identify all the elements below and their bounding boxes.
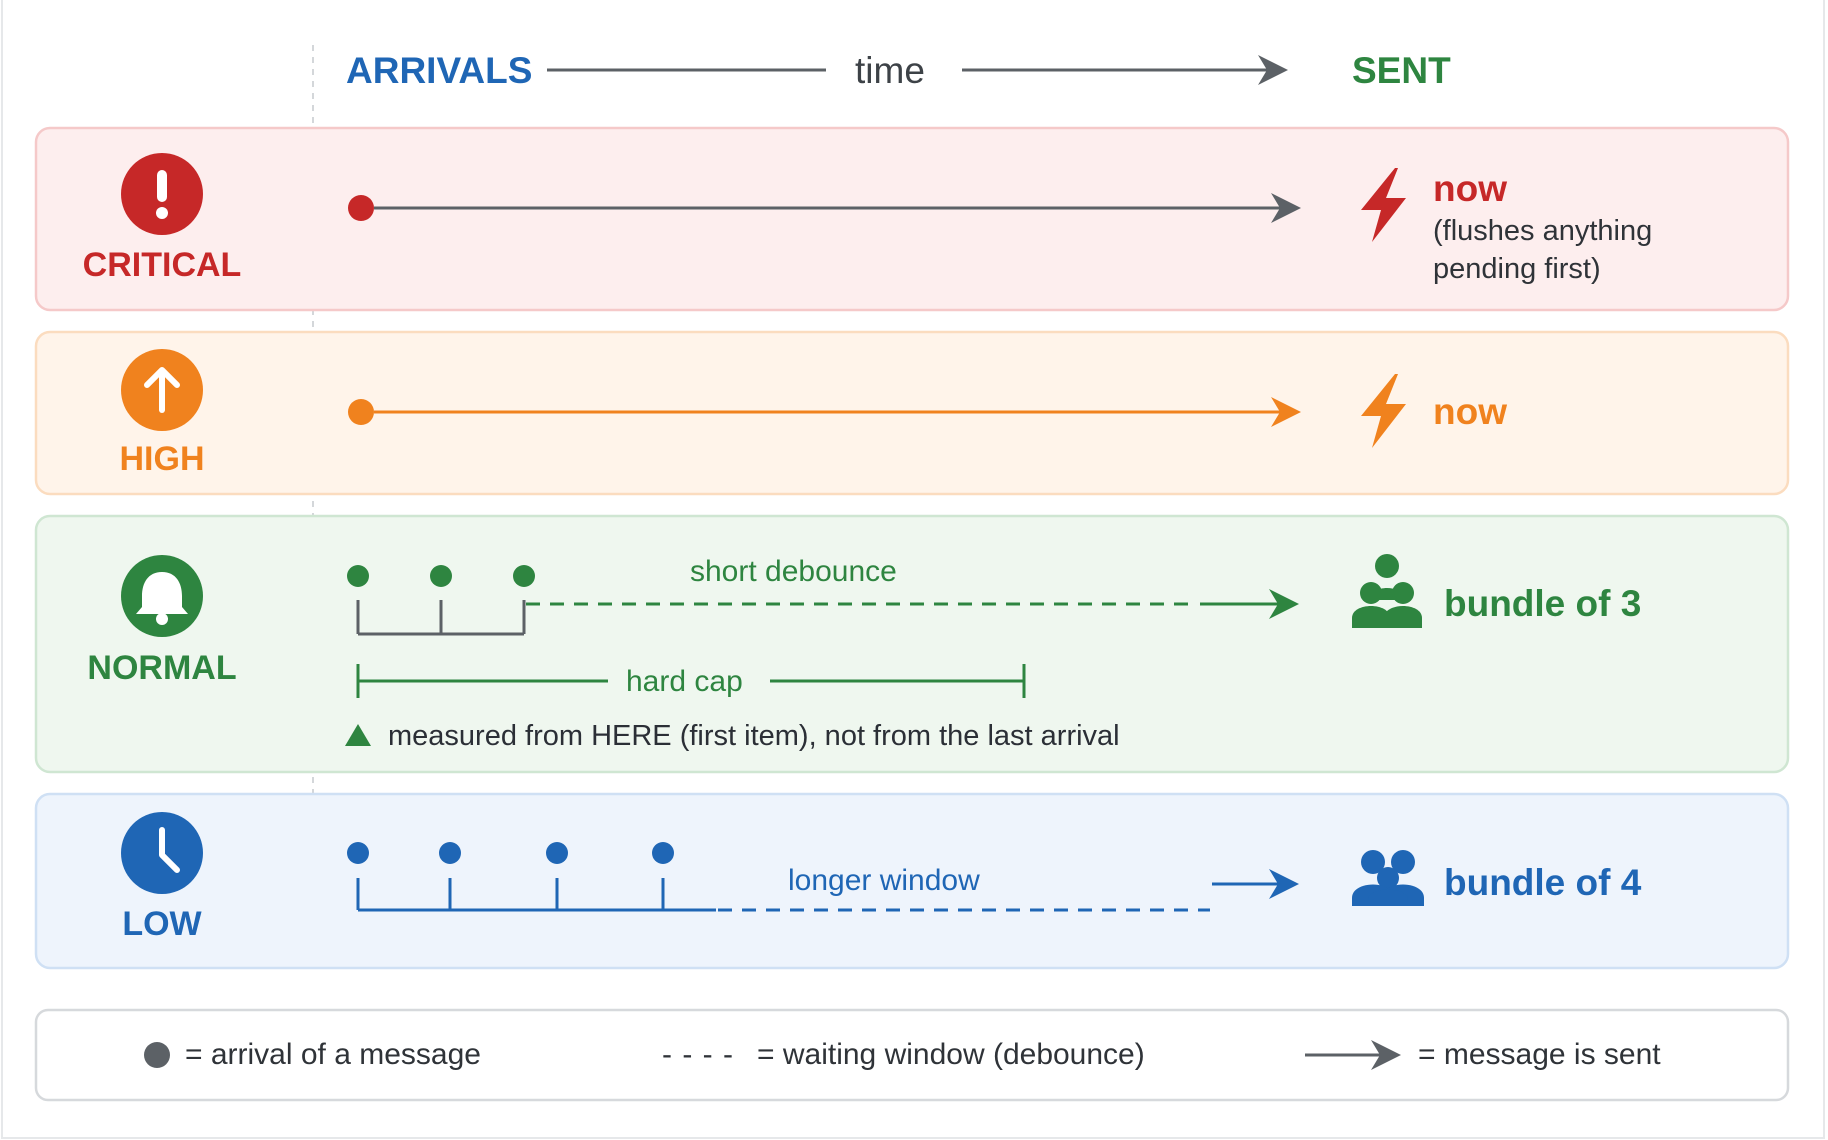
high-result: now bbox=[1433, 391, 1507, 432]
row-normal bbox=[34, 514, 1790, 774]
arrival-dot bbox=[348, 399, 374, 425]
triangle-marker-icon bbox=[345, 724, 371, 746]
critical-note-line1: (flushes anything bbox=[1433, 215, 1653, 247]
lightning-icon bbox=[1361, 168, 1406, 242]
level-high-label: HIGH bbox=[119, 440, 205, 478]
short-debounce-label: short debounce bbox=[690, 555, 897, 588]
row-critical bbox=[34, 126, 1790, 312]
legend-box bbox=[34, 1008, 1790, 1102]
arrival-dot bbox=[439, 842, 461, 864]
hard-cap-bracket bbox=[356, 664, 1026, 698]
arrival-dot bbox=[347, 842, 369, 864]
legend-arrow-text: = message is sent bbox=[1418, 1038, 1661, 1071]
arrival-dot bbox=[430, 565, 452, 587]
arrival-dot bbox=[513, 565, 535, 587]
row-normal-panel bbox=[34, 514, 1790, 774]
lightning-icon bbox=[1361, 374, 1406, 448]
row-low bbox=[34, 792, 1790, 970]
row-critical-panel bbox=[34, 126, 1790, 312]
exclamation-icon bbox=[156, 170, 168, 219]
level-critical-label: CRITICAL bbox=[82, 246, 242, 284]
legend-dash-text: = waiting window (debounce) bbox=[757, 1038, 1145, 1071]
longer-window-label: longer window bbox=[788, 864, 980, 897]
legend-dot-text: = arrival of a message bbox=[185, 1038, 481, 1071]
clock-icon bbox=[159, 827, 180, 873]
arrival-dot bbox=[652, 842, 674, 864]
arrival-dot bbox=[546, 842, 568, 864]
row-high bbox=[34, 330, 1790, 496]
arrival-dot bbox=[347, 565, 369, 587]
arrival-bracket bbox=[356, 600, 526, 636]
people-group-icon bbox=[1352, 554, 1422, 628]
low-result: bundle of 4 bbox=[1444, 862, 1642, 903]
header-arrivals: ARRIVALS bbox=[346, 50, 533, 91]
legend-dash-symbol: - - - - bbox=[662, 1038, 734, 1071]
bell-icon bbox=[136, 572, 188, 625]
normal-result: bundle of 3 bbox=[1444, 583, 1642, 624]
hard-cap-note: measured from HERE (first item), not fro… bbox=[388, 720, 1120, 752]
critical-note: (flushes anything pending first) bbox=[1433, 212, 1652, 288]
critical-note-line2: pending first) bbox=[1433, 253, 1601, 285]
arrival-bracket bbox=[356, 878, 716, 912]
arrow-up-icon bbox=[144, 367, 180, 413]
arrival-dot bbox=[348, 195, 374, 221]
row-low-panel bbox=[34, 792, 1790, 970]
header-time: time bbox=[855, 50, 925, 91]
legend-dot-icon bbox=[144, 1042, 170, 1068]
level-normal-label: NORMAL bbox=[87, 649, 237, 687]
level-low-label: LOW bbox=[122, 905, 202, 943]
critical-result: now bbox=[1433, 168, 1507, 209]
header-sent: SENT bbox=[1352, 50, 1451, 91]
people-group-icon bbox=[1352, 850, 1424, 906]
hard-cap-label: hard cap bbox=[626, 665, 743, 698]
